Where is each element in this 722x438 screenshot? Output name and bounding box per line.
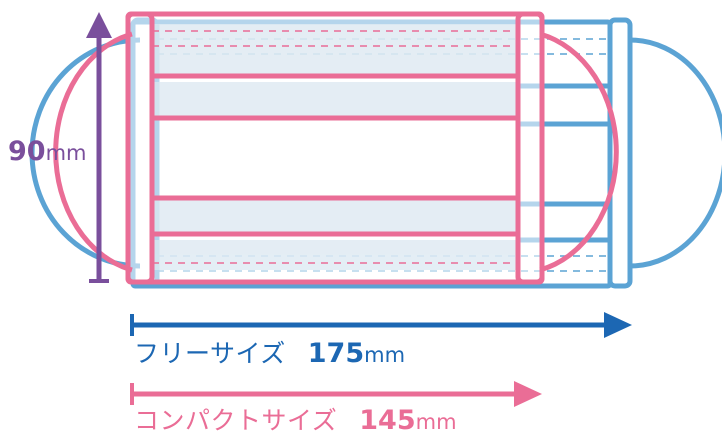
free-size-right-ear-loop: [629, 37, 722, 269]
compact-size-right-binding: [515, 11, 545, 285]
compact-size-right-ear-loop: [539, 31, 619, 273]
compact-size-arrow-head: [514, 381, 542, 407]
free-size-arrow-head: [604, 312, 632, 338]
height-unit: mm: [45, 141, 87, 165]
compact-size-value: 145: [359, 405, 416, 436]
free-size-name: フリーサイズ: [134, 339, 286, 368]
height-value: 90: [8, 136, 46, 167]
compact-size-mask-outline: [53, 11, 619, 285]
free-size-arrow: [130, 312, 632, 338]
compact-size-unit: mm: [415, 410, 457, 434]
compact-size-arrow: [130, 381, 542, 407]
compact-size-left-binding: [125, 11, 155, 285]
height-arrow: [86, 12, 112, 283]
free-size-left-ear-loop: [29, 37, 141, 269]
free-size-value: 175: [307, 338, 365, 369]
free-size-label: フリーサイズ 175mm: [134, 340, 405, 367]
free-size-unit: mm: [364, 343, 406, 367]
compact-size-dashed-stitching: [152, 30, 518, 264]
height-arrow-head: [86, 12, 112, 38]
compact-size-light-bands: [152, 24, 520, 270]
height-label: 90mm: [8, 138, 87, 165]
compact-size-label: コンパクトサイズ 145mm: [134, 407, 457, 434]
compact-size-name: コンパクトサイズ: [134, 406, 338, 435]
free-size-right-binding: [607, 17, 633, 289]
